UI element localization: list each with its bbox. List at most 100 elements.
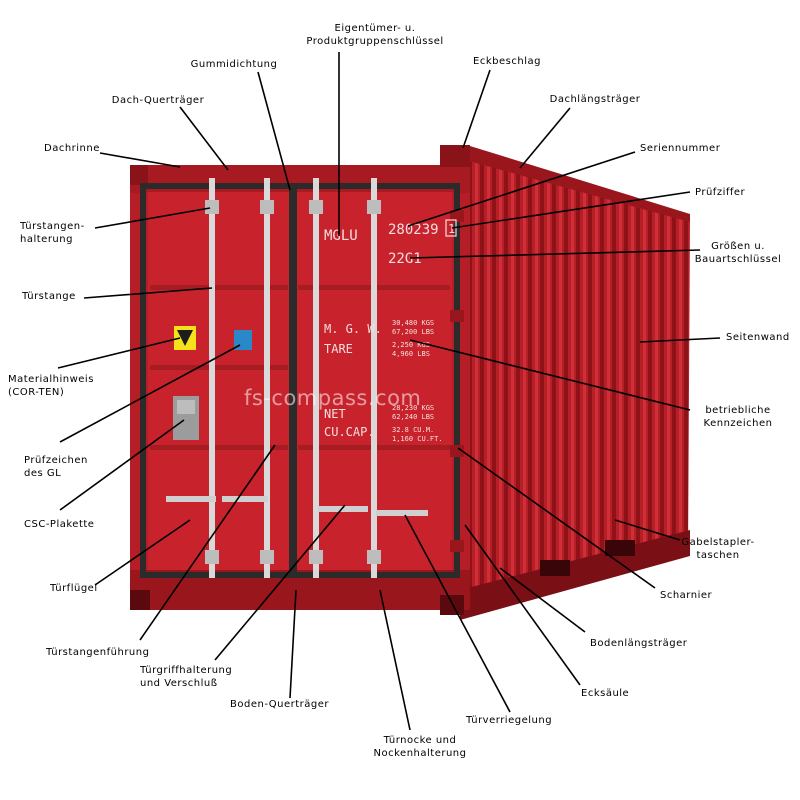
mgw-kgs: 30,480 KGS — [392, 319, 434, 327]
leader-tuerfluegel — [94, 519, 191, 586]
leader-materialhinweis — [57, 337, 181, 369]
label-eigentuemer: Eigentümer- u. Produktgruppenschlüssel — [306, 22, 443, 48]
net-label: NET — [324, 407, 346, 421]
label-groessen-line2: Bauartschlüssel — [694, 254, 782, 265]
label-tuergriff-line1: Türgriffhalterung — [140, 665, 233, 676]
leader-boden-quertraeger — [289, 589, 297, 699]
leader-dachlaengstraeger — [519, 107, 571, 169]
label-tuerstangenhalterung-line2: halterung — [20, 234, 73, 245]
label-tuerstangenhalterung: Türstangen- halterung — [20, 220, 85, 246]
leader-tuerstangenhalterung — [94, 207, 211, 229]
label-eckbeschlag: Eckbeschlag — [473, 56, 541, 67]
forklift-pocket — [605, 540, 635, 556]
label-tuernocke: Türnocke und Nockenhalterung — [374, 734, 467, 760]
leader-ecksaeule — [464, 524, 581, 686]
door-handle — [222, 496, 268, 502]
bar-guide — [309, 550, 323, 564]
corner-casting — [440, 595, 464, 615]
label-bodenlaengstraeger: Bodenlängsträger — [590, 638, 688, 649]
tare-label: TARE — [324, 342, 353, 356]
label-scharnier: Scharnier — [660, 590, 713, 601]
label-dachrinne: Dachrinne — [44, 143, 100, 154]
door-gasket-right — [454, 183, 460, 578]
label-boden-quertraeger: Boden-Querträger — [230, 699, 330, 710]
label-dachlaengstraeger: Dachlängsträger — [549, 94, 641, 105]
leader-dachrinne — [99, 152, 181, 168]
leader-pruefziffer — [451, 191, 691, 229]
corner-casting — [130, 590, 150, 610]
check-digit: 1 — [448, 222, 455, 236]
label-dach-quertraeger: Dach-Querträger — [111, 95, 205, 106]
label-pruefziffer: Prüfziffer — [695, 187, 746, 198]
cap-cum: 32.8 CU.M. — [392, 426, 434, 434]
locking-bar — [371, 178, 377, 578]
tare-lbs: 4,960 LBS — [392, 350, 430, 358]
owner-code: MGLU — [324, 228, 358, 244]
watermark: fs-compass.com — [244, 386, 422, 410]
label-eigentuemer-line2: Produktgruppenschlüssel — [306, 36, 444, 47]
label-groessen-line1: Größen u. — [711, 241, 765, 252]
size-type-code: 22G1 — [388, 251, 422, 267]
leader-tuerstangenfuehrung — [139, 444, 276, 641]
label-gummidichtung: Gummidichtung — [190, 59, 278, 70]
serial-number: 280239 — [388, 222, 439, 238]
label-materialhinweis-line1: Materialhinweis — [8, 374, 94, 385]
label-pruefzeichen-line1: Prüfzeichen — [24, 455, 88, 466]
label-tuernocke-line1: Türnocke und — [383, 735, 457, 746]
label-tuerstangenhalterung-line1: Türstangen- — [20, 221, 85, 232]
net-lbs: 62,240 LBS — [392, 413, 434, 421]
corner-casting — [130, 165, 148, 185]
door-handle — [376, 510, 428, 516]
door-rib — [150, 365, 288, 370]
mgw-lbs: 67,200 LBS — [392, 328, 434, 336]
bar-guide — [367, 550, 381, 564]
cucap-label: CU.CAP. — [324, 425, 375, 439]
leader-seitenwand — [639, 337, 721, 343]
leader-pruefzeichen — [59, 344, 241, 443]
door-gasket — [289, 185, 297, 575]
side-wall — [458, 150, 690, 618]
door-handle — [166, 496, 216, 502]
label-gabelstapler-line2: taschen — [696, 550, 740, 561]
label-groessen: Größen u. Bauartschlüssel — [695, 240, 782, 266]
leader-eckbeschlag — [462, 69, 491, 149]
leader-seriennummer — [407, 151, 636, 227]
door-gasket-left — [140, 183, 146, 578]
hinge — [450, 210, 464, 222]
label-tuergriff: Türgriffhalterung und Verschluß — [140, 664, 232, 690]
door-gasket-top — [140, 183, 460, 189]
leader-dach-quertraeger — [179, 106, 229, 171]
door-gasket-bottom — [140, 572, 460, 578]
csc-plate-inner — [177, 400, 195, 414]
warning-triangle-icon — [177, 330, 193, 346]
leader-groessen — [409, 249, 701, 259]
leader-tuergriff — [214, 504, 346, 661]
leader-gummidichtung — [257, 71, 291, 191]
label-materialhinweis-line2: (COR-TEN) — [8, 387, 65, 398]
leader-bodenlaengstraeger — [499, 567, 586, 633]
roof-edge — [440, 146, 690, 222]
bar-guide — [205, 200, 219, 214]
label-eigentuemer-line1: Eigentümer- u. — [334, 23, 416, 34]
label-tuerverriegelung: Türverriegelung — [466, 715, 553, 726]
leader-betriebliche — [409, 339, 691, 411]
locking-bar — [264, 178, 270, 578]
label-pruefzeichen: Prüfzeichen des GL — [24, 454, 88, 480]
label-betriebliche-line1: betriebliche — [705, 405, 771, 416]
leader-tuerstange — [83, 287, 213, 299]
leader-csc — [59, 419, 185, 511]
door-rib — [150, 285, 288, 290]
label-tuernocke-line2: Nockenhalterung — [373, 748, 467, 759]
leader-tuerverriegelung — [404, 514, 511, 713]
leader-gabelstapler — [614, 519, 681, 541]
hinge — [450, 310, 464, 322]
bar-guide — [205, 550, 219, 564]
label-seitenwand: Seitenwand — [726, 332, 790, 343]
corner-casting — [440, 145, 470, 167]
door-handle — [318, 506, 368, 512]
locking-bar — [313, 178, 319, 578]
net-kgs: 28,230 KGS — [392, 404, 434, 412]
label-tuergriff-line2: und Verschluß — [140, 678, 218, 689]
label-betriebliche: betriebliche Kennzeichen — [704, 404, 773, 430]
